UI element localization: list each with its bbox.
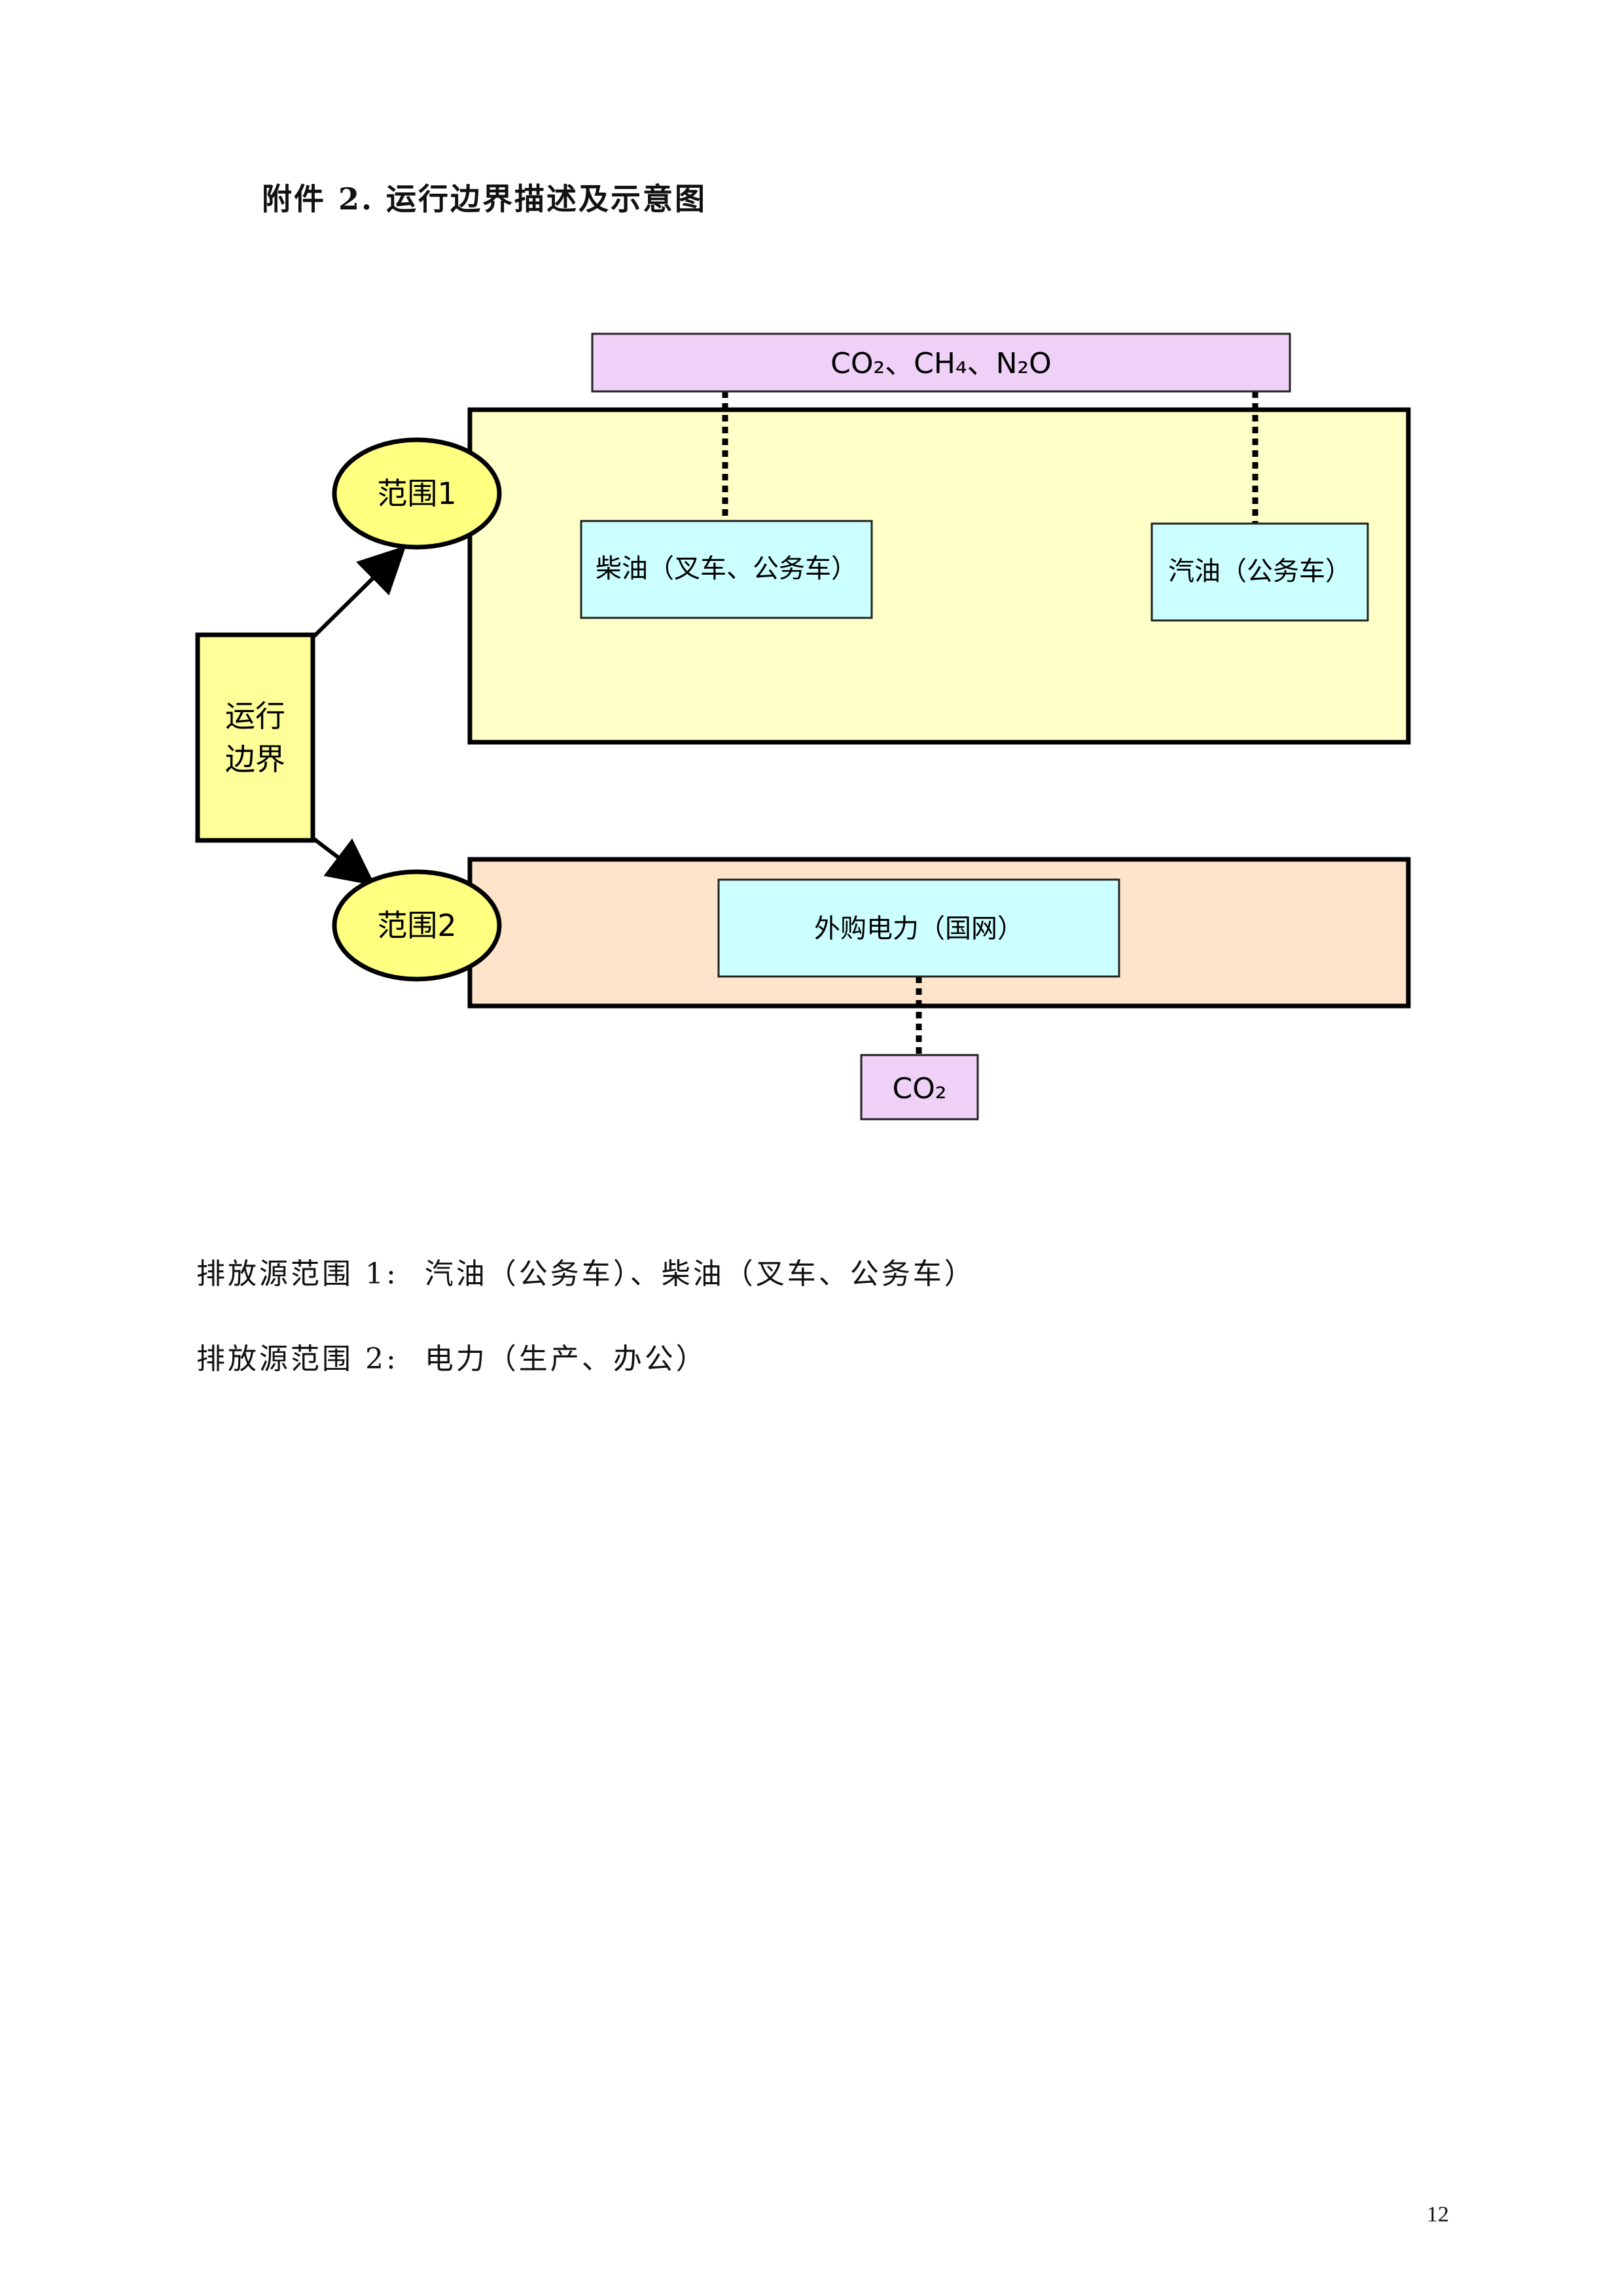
gasoline-source-box — [1150, 522, 1369, 622]
note-text: 电力（生产、办公） — [424, 1342, 707, 1376]
electricity-source-label: 外购电力（国网） — [814, 914, 1024, 944]
arrow-to-scope2 — [313, 837, 376, 886]
note-line-2: 排放源范围 2: 电力（生产、办公） — [196, 1335, 707, 1377]
scope1-gas-label: CO₂、CH₄、N₂O — [830, 347, 1052, 380]
page-title: 附件 2. 运行边界描述及示意图 — [262, 181, 707, 217]
diesel-source-box — [580, 520, 873, 619]
scope1-gas-box — [591, 332, 1291, 393]
scope1-ellipse — [332, 437, 502, 550]
note-text: 汽油（公务车）、柴油（叉车、公务车） — [424, 1257, 976, 1291]
gasoline-source-label: 汽油（公务车） — [1168, 556, 1351, 586]
scope2-gas-box — [860, 1054, 979, 1121]
diesel-source-label: 柴油（叉车、公务车） — [596, 554, 857, 584]
arrow-to-scope1 — [312, 545, 406, 638]
scope2-gas-label: CO₂ — [893, 1072, 947, 1105]
scope1-label: 范围1 — [377, 476, 456, 511]
electricity-source-box — [717, 878, 1120, 978]
note-label: 排放源范围 2: — [196, 1342, 399, 1376]
note-label: 排放源范围 1: — [196, 1257, 399, 1291]
page-number: 12 — [1427, 2202, 1449, 2227]
operational-boundary-label-line2: 边界 — [225, 742, 285, 777]
operational-boundary-label-line1: 运行 — [225, 698, 285, 734]
scope2-ellipse — [332, 869, 502, 982]
operational-boundary-box — [195, 632, 315, 843]
scope2-label: 范围2 — [377, 908, 456, 943]
note-line-1: 排放源范围 1: 汽油（公务车）、柴油（叉车、公务车） — [196, 1250, 976, 1292]
